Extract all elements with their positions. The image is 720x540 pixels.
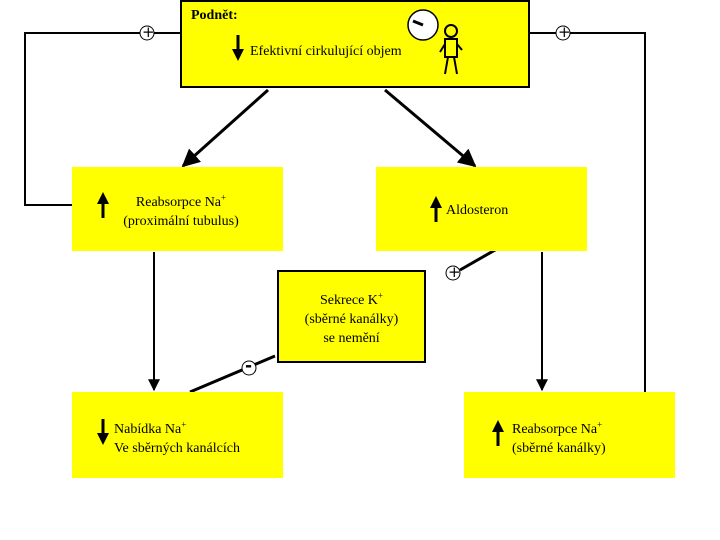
right-feedback-sign: + bbox=[558, 23, 571, 41]
collecting-line1: Reabsorpce Na bbox=[512, 422, 598, 437]
stimulus-text: Efektivní cirkulující objem bbox=[250, 44, 402, 59]
offer-line1: Nabídka Na bbox=[114, 422, 182, 437]
proximal-reabsorption-label: Reabsorpce Na+ (proximální tubulus) bbox=[113, 193, 249, 231]
na-offer-label: Nabídka Na+ Ve sběrných kanálcích bbox=[114, 420, 240, 458]
k-offer-sign-circle bbox=[241, 360, 257, 376]
k-secretion-label: Sekrece K+ (sběrné kanálky) se nemění bbox=[279, 291, 424, 348]
left-feedback-loop bbox=[24, 32, 140, 206]
left-feedback-sign-circle bbox=[139, 25, 155, 41]
arrow-down-icon bbox=[97, 419, 109, 445]
arrow-up-icon bbox=[492, 420, 504, 446]
arrow-up-icon bbox=[97, 192, 109, 218]
proximal-line2: (proximální tubulus) bbox=[123, 214, 239, 229]
collecting-line1-sup: + bbox=[597, 419, 603, 430]
collecting-reabsorption-label: Reabsorpce Na+ (sběrné kanálky) bbox=[512, 420, 606, 458]
aldosterone-sign: + bbox=[448, 263, 461, 281]
aldosterone-sign-circle bbox=[445, 265, 461, 281]
k-line2: (sběrné kanálky) bbox=[304, 312, 399, 327]
right-feedback-loop bbox=[570, 32, 646, 392]
left-feedback-sign: + bbox=[142, 23, 155, 41]
k-to-offer-line bbox=[189, 354, 276, 394]
arrow-down-icon bbox=[232, 35, 244, 61]
aldosterone-box bbox=[376, 167, 587, 251]
proximal-line1: Reabsorpce Na bbox=[135, 195, 222, 210]
arrow-up-icon bbox=[430, 196, 442, 222]
k-line1-sup: + bbox=[377, 290, 383, 301]
collecting-line2: (sběrné kanálky) bbox=[512, 441, 606, 456]
k-line1: Sekrece K bbox=[320, 293, 378, 308]
stimulus-title: Podnět: bbox=[191, 8, 238, 23]
gauge-icon bbox=[407, 9, 439, 41]
k-line3: se nemění bbox=[323, 331, 380, 346]
k-offer-sign: - bbox=[245, 356, 253, 376]
arrow-stimulus-to-proximal bbox=[181, 88, 269, 168]
proximal-line1-sup: + bbox=[221, 192, 227, 203]
right-feedback-sign-circle bbox=[555, 25, 571, 41]
arrow-stimulus-to-aldosterone bbox=[384, 88, 477, 168]
offer-line2: Ve sběrných kanálcích bbox=[114, 441, 240, 456]
aldosterone-label: Aldosteron bbox=[446, 203, 509, 218]
k-secretion-box bbox=[277, 270, 426, 363]
person-icon bbox=[439, 24, 463, 75]
proximal-reabsorption-box bbox=[72, 167, 283, 251]
offer-line1-sup: + bbox=[181, 419, 187, 430]
